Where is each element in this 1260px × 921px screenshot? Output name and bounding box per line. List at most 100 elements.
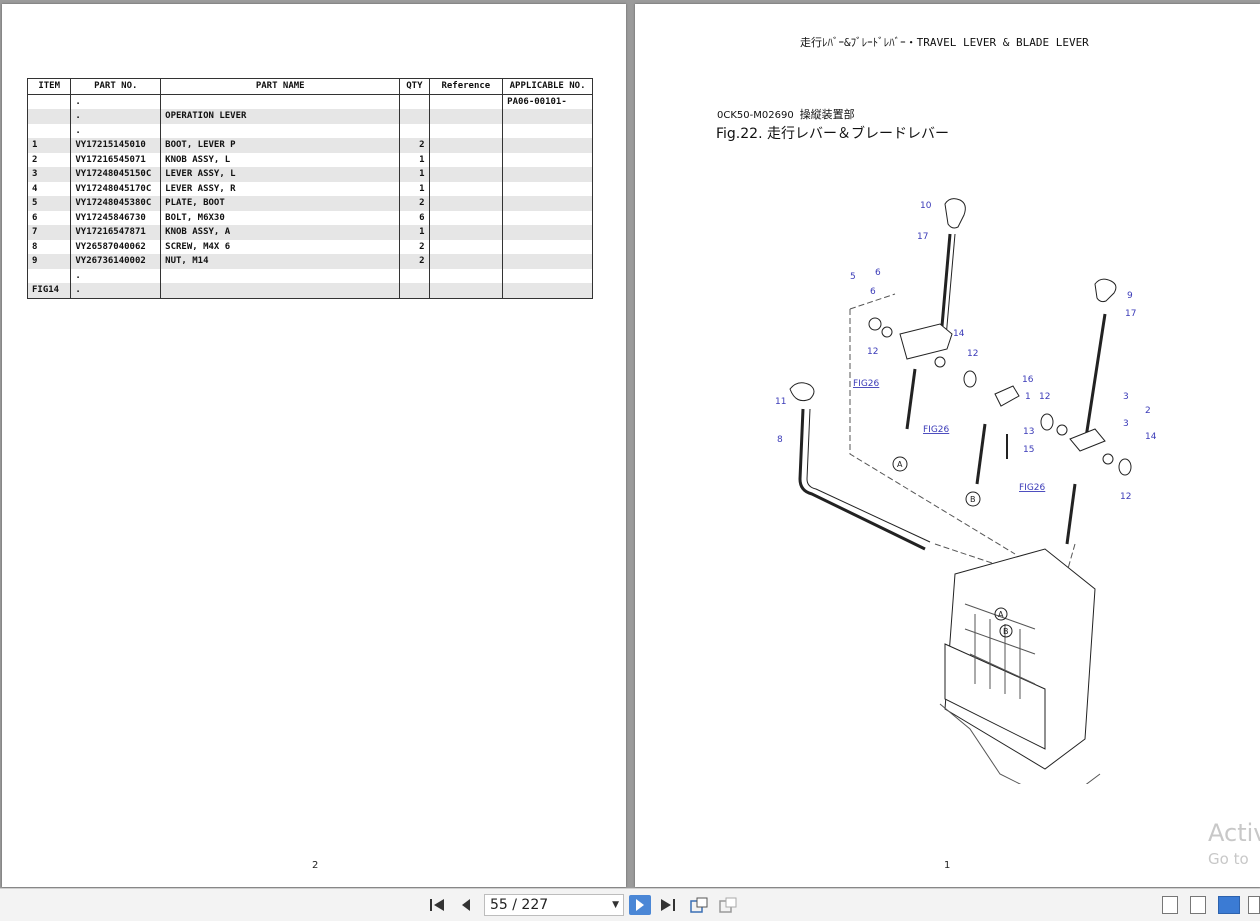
col-qty: QTY <box>399 78 430 95</box>
cell-qty: 6 <box>399 210 430 225</box>
cell-part-no: VY17216547871 <box>70 225 162 240</box>
cell-part-no: VY17216545071 <box>70 152 162 167</box>
continuous-facing-view-icon[interactable] <box>1248 896 1260 914</box>
callout-14a: 14 <box>953 329 965 339</box>
cell-part-name: BOLT, M6X30 <box>160 210 401 225</box>
cell-part-no: . <box>70 109 162 124</box>
cell-applicable-no <box>502 268 593 283</box>
callout-b2: B <box>1003 627 1009 636</box>
cell-applicable-no <box>502 283 593 299</box>
cell-qty: 2 <box>399 254 430 269</box>
cell-qty: 1 <box>399 152 430 167</box>
callout-fig26b[interactable]: FIG26 <box>923 425 950 435</box>
cell-applicable-no <box>502 210 593 225</box>
cell-applicable-no <box>502 254 593 269</box>
cell-item <box>26 109 72 124</box>
cell-item <box>26 94 72 109</box>
first-page-button[interactable] <box>426 895 448 915</box>
go-back-view-button[interactable] <box>688 895 710 915</box>
callout-2: 2 <box>1145 406 1151 416</box>
cell-part-name: LEVER ASSY, L <box>160 167 401 182</box>
page-number-input[interactable]: 55 / 227 ▼ <box>484 894 624 916</box>
callout-6b: 6 <box>870 287 876 297</box>
callout-9: 9 <box>1127 291 1133 301</box>
cell-reference <box>428 210 504 225</box>
callout-a2: A <box>998 610 1004 619</box>
callout-14b: 14 <box>1145 432 1157 442</box>
watermark-line-1: Activ <box>1208 819 1260 847</box>
callout-fig26a[interactable]: FIG26 <box>853 379 880 389</box>
cell-part-no: VY17245846730 <box>70 210 162 225</box>
cell-part-no: . <box>70 268 162 283</box>
cell-reference <box>428 268 504 283</box>
cell-part-name: PLATE, BOOT <box>160 196 401 211</box>
callout-fig26c[interactable]: FIG26 <box>1019 483 1046 493</box>
activation-watermark: Activ Go to <box>1208 818 1260 870</box>
page-number-left: 2 <box>312 860 319 871</box>
document-viewport[interactable]: ITEM PART NO. PART NAME QTY Reference AP… <box>0 0 1260 888</box>
cell-part-no: VY17248045170C <box>70 181 162 196</box>
page-header-title: 走行ﾚﾊﾞｰ&ﾌﾞﾚｰﾄﾞﾚﾊﾞｰ・TRAVEL LEVER & BLADE L… <box>800 36 1089 49</box>
cell-item: 2 <box>26 152 72 167</box>
next-page-button[interactable] <box>629 895 651 915</box>
navigation-toolbar: 55 / 227 ▼ <box>0 888 1260 921</box>
callout-a1: A <box>897 460 903 469</box>
cell-part-name: SCREW, M4X 6 <box>160 239 401 254</box>
chevron-down-icon[interactable]: ▼ <box>612 900 619 910</box>
cell-reference <box>428 239 504 254</box>
callout-15: 15 <box>1023 445 1034 455</box>
cell-qty <box>399 109 430 124</box>
cell-part-no: VY17215145010 <box>70 138 162 153</box>
last-page-button[interactable] <box>657 895 679 915</box>
pdf-page-left: ITEM PART NO. PART NAME QTY Reference AP… <box>2 4 626 887</box>
cell-part-name <box>160 94 401 109</box>
cell-part-name: OPERATION LEVER <box>160 109 401 124</box>
cell-reference <box>428 225 504 240</box>
cell-reference <box>428 254 504 269</box>
back-view-icon <box>690 897 708 913</box>
go-forward-view-button[interactable] <box>717 895 739 915</box>
pdf-page-right: 走行ﾚﾊﾞｰ&ﾌﾞﾚｰﾄﾞﾚﾊﾞｰ・TRAVEL LEVER & BLADE L… <box>635 4 1260 887</box>
cell-item: 8 <box>26 239 72 254</box>
cell-part-name: KNOB ASSY, A <box>160 225 401 240</box>
callout-5: 5 <box>850 272 856 282</box>
table-row: . <box>26 123 593 138</box>
cell-qty: 2 <box>399 138 430 153</box>
facing-pages-view-icon[interactable] <box>1218 896 1240 914</box>
table-row: .PA06-00101- <box>26 94 593 109</box>
cell-item: 7 <box>26 225 72 240</box>
cell-part-no: VY26736140002 <box>70 254 162 269</box>
cell-qty <box>399 94 430 109</box>
cell-qty: 2 <box>399 196 430 211</box>
cell-part-no: VY26587040062 <box>70 239 162 254</box>
col-part-no: PART NO. <box>70 78 162 95</box>
callout-13: 13 <box>1023 427 1034 437</box>
cell-part-no: . <box>70 283 162 299</box>
cell-item: 3 <box>26 167 72 182</box>
callout-10: 10 <box>920 201 932 211</box>
cell-item <box>26 268 72 283</box>
cell-qty: 1 <box>399 167 430 182</box>
callout-17b: 17 <box>1125 309 1136 319</box>
cell-part-no: . <box>70 123 162 138</box>
continuous-view-icon[interactable] <box>1190 896 1206 914</box>
cell-item: FIG14 <box>26 283 72 299</box>
prev-page-button[interactable] <box>455 895 477 915</box>
callout-17: 17 <box>917 232 928 242</box>
callout-11: 11 <box>775 397 786 407</box>
cell-applicable-no <box>502 167 593 182</box>
single-page-view-icon[interactable] <box>1162 896 1178 914</box>
callout-12b: 12 <box>967 349 978 359</box>
forward-view-icon <box>719 897 737 913</box>
cell-applicable-no: PA06-00101- <box>502 94 593 109</box>
cell-item: 9 <box>26 254 72 269</box>
figure-title: Fig.22. 走行レバー＆ブレードレバー <box>716 126 949 142</box>
cell-item: 5 <box>26 196 72 211</box>
